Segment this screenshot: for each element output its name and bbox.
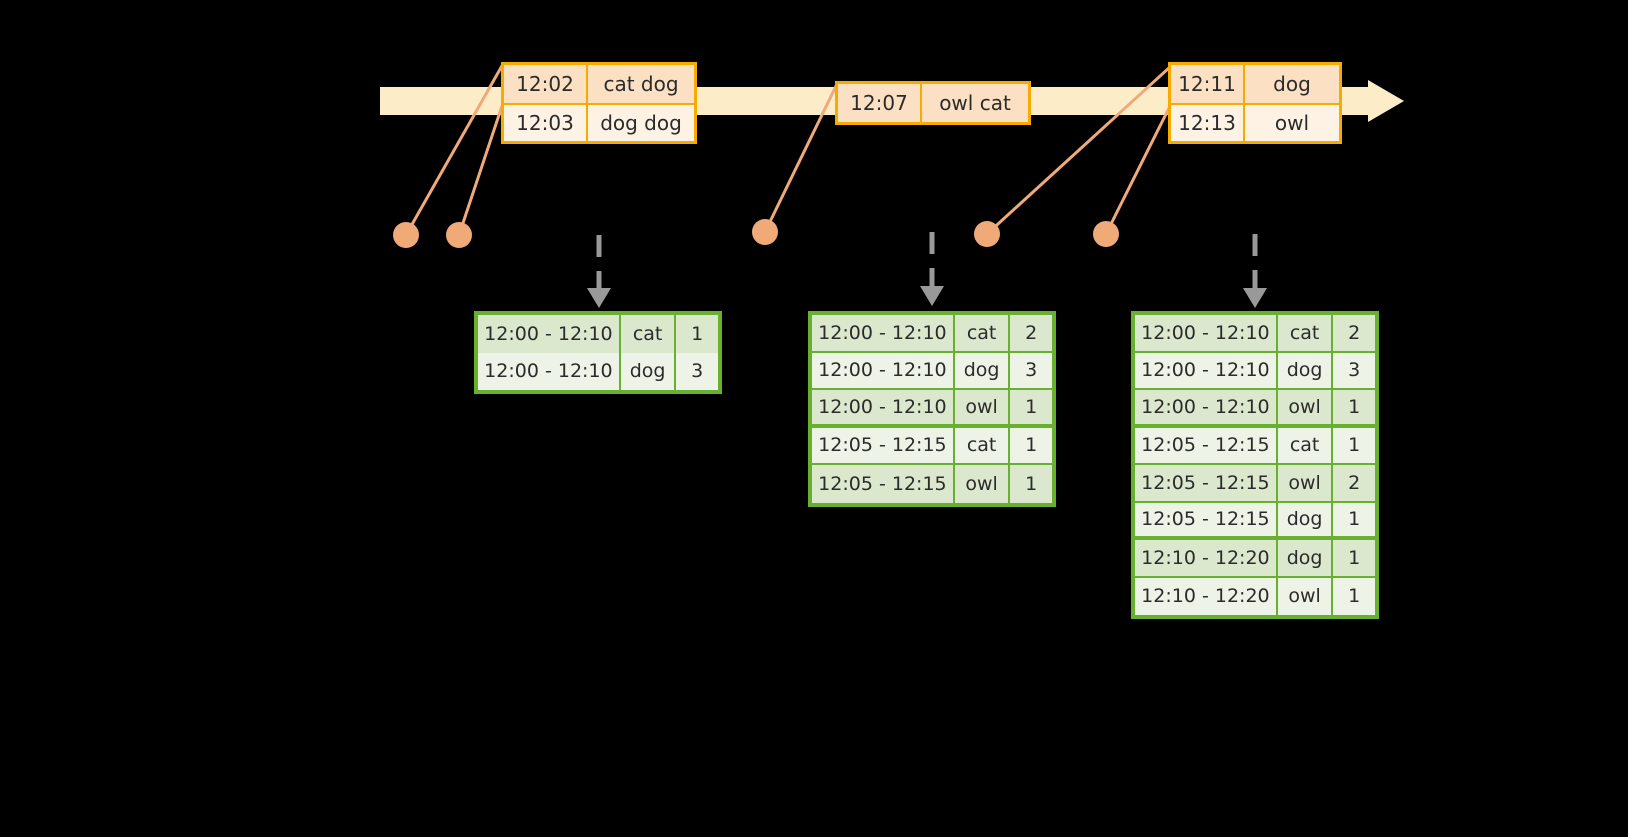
count-cell: 1 [1333,540,1375,576]
window-cell: 12:00 - 12:10 [1135,352,1278,388]
event-marker [446,222,472,248]
key-cell: dog [1277,502,1334,536]
dashed-arrow-3 [1243,234,1267,308]
event-time: 12:13 [1171,105,1245,141]
key-cell: owl [954,465,1011,503]
window-cell: 12:00 - 12:10 [1135,390,1278,424]
count-cell: 3 [1333,352,1375,388]
event-row: 12:02 cat dog [504,65,694,103]
window-cell: 12:05 - 12:15 [812,427,955,463]
count-cell: 2 [1333,465,1375,501]
event-marker [393,222,419,248]
event-value: owl cat [922,84,1028,122]
dashed-arrow-1 [587,235,611,308]
table-row: 12:00 - 12:10 owl 1 [1135,390,1375,428]
connector-line-2 [457,102,505,236]
table-row: 12:10 - 12:20 dog 1 [1135,540,1375,578]
event-box-1[interactable]: 12:02 cat dog 12:03 dog dog [501,62,697,144]
count-cell: 3 [1010,352,1052,388]
key-cell: cat [620,315,677,353]
count-cell: 1 [1010,427,1052,463]
event-marker [974,221,1000,247]
dashed-arrow-2 [920,232,944,306]
table-row: 12:00 - 12:10 cat 1 [478,315,718,353]
event-value: cat dog [588,65,694,103]
window-cell: 12:05 - 12:15 [812,465,955,503]
table-row: 12:00 - 12:10 cat 2 [1135,315,1375,353]
event-marker [1093,221,1119,247]
event-row: 12:07 owl cat [838,84,1028,122]
count-cell: 2 [1010,315,1052,351]
key-cell: dog [1277,352,1334,388]
table-row: 12:00 - 12:10 owl 1 [812,390,1052,428]
count-cell: 3 [676,352,718,390]
key-cell: dog [954,352,1011,388]
window-cell: 12:05 - 12:15 [1135,465,1278,501]
event-row: 12:13 owl [1171,103,1339,141]
event-value: dog [1245,65,1339,103]
key-cell: owl [1277,577,1334,615]
event-box-2[interactable]: 12:07 owl cat [835,81,1031,125]
count-cell: 2 [1333,315,1375,351]
event-time: 12:07 [838,84,922,122]
count-cell: 1 [1333,577,1375,615]
event-time: 12:03 [504,105,588,141]
key-cell: cat [954,315,1011,351]
count-cell: 1 [1010,465,1052,503]
key-cell: cat [954,427,1011,463]
window-cell: 12:00 - 12:10 [478,352,621,390]
state-table-after-second-batch[interactable]: 12:00 - 12:10 cat 2 12:00 - 12:10 dog 3 … [808,311,1056,507]
table-row: 12:05 - 12:15 dog 1 [1135,502,1375,540]
window-cell: 12:00 - 12:10 [812,352,955,388]
table-row: 12:00 - 12:10 dog 3 [812,352,1052,390]
event-marker [752,219,778,245]
table-row: 12:05 - 12:15 cat 1 [812,427,1052,465]
window-cell: 12:00 - 12:10 [1135,315,1278,351]
count-cell: 1 [1010,390,1052,424]
key-cell: dog [620,352,677,390]
key-cell: owl [1277,465,1334,501]
window-cell: 12:00 - 12:10 [812,315,955,351]
count-cell: 1 [676,315,718,353]
table-row: 12:00 - 12:10 dog 3 [1135,352,1375,390]
count-cell: 1 [1333,427,1375,463]
state-table-after-third-batch[interactable]: 12:00 - 12:10 cat 2 12:00 - 12:10 dog 3 … [1131,311,1379,619]
key-cell: dog [1277,540,1334,576]
event-value: owl [1245,105,1339,141]
key-cell: cat [1277,315,1334,351]
window-cell: 12:10 - 12:20 [1135,540,1278,576]
event-row: 12:11 dog [1171,65,1339,103]
event-value: dog dog [588,105,694,141]
window-cell: 12:05 - 12:15 [1135,427,1278,463]
table-row: 12:05 - 12:15 owl 1 [812,465,1052,503]
table-row: 12:05 - 12:15 cat 1 [1135,427,1375,465]
connector-line-5 [1104,105,1172,235]
event-box-3[interactable]: 12:11 dog 12:13 owl [1168,62,1342,144]
state-table-after-first-batch[interactable]: 12:00 - 12:10 cat 1 12:00 - 12:10 dog 3 [474,311,722,394]
table-row: 12:00 - 12:10 cat 2 [812,315,1052,353]
window-cell: 12:00 - 12:10 [812,390,955,424]
event-row: 12:03 dog dog [504,103,694,141]
event-time: 12:11 [1171,65,1245,103]
table-row: 12:05 - 12:15 owl 2 [1135,465,1375,503]
key-cell: cat [1277,427,1334,463]
window-cell: 12:00 - 12:10 [478,315,621,353]
window-cell: 12:05 - 12:15 [1135,502,1278,536]
count-cell: 1 [1333,502,1375,536]
table-row: 12:00 - 12:10 dog 3 [478,352,718,390]
window-cell: 12:10 - 12:20 [1135,577,1278,615]
timeline-arrowhead-icon [1368,80,1404,122]
table-row: 12:10 - 12:20 owl 1 [1135,577,1375,615]
key-cell: owl [1277,390,1334,424]
event-time: 12:02 [504,65,588,103]
key-cell: owl [954,390,1011,424]
count-cell: 1 [1333,390,1375,424]
